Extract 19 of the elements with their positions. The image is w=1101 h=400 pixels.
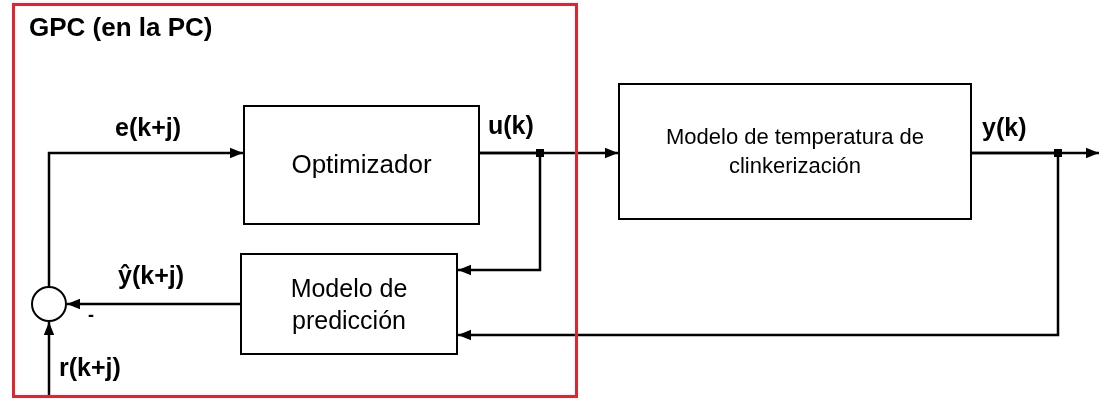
box-label: Modelo de temperatura de clinkerización	[664, 122, 926, 180]
arrow	[458, 151, 1060, 341]
signal-label: ŷ(k+j)	[116, 262, 186, 290]
signal-label: e(k+j)	[113, 114, 183, 142]
process-box	[243, 105, 480, 225]
summing-junction	[31, 286, 67, 322]
process-box	[618, 83, 972, 220]
signal-label: r(k+j)	[57, 354, 123, 382]
box-label: Modelo de predicción	[289, 272, 409, 336]
box-label: Optimizador	[290, 148, 433, 182]
controller-group	[12, 3, 578, 398]
group-title: GPC (en la PC)	[29, 12, 213, 43]
arrow	[43, 322, 55, 398]
signal-label: y(k)	[980, 114, 1029, 142]
arrow	[458, 151, 542, 276]
process-box	[240, 253, 458, 355]
signal-label: u(k)	[486, 112, 536, 140]
arrow	[67, 298, 240, 310]
arrow	[47, 147, 243, 286]
